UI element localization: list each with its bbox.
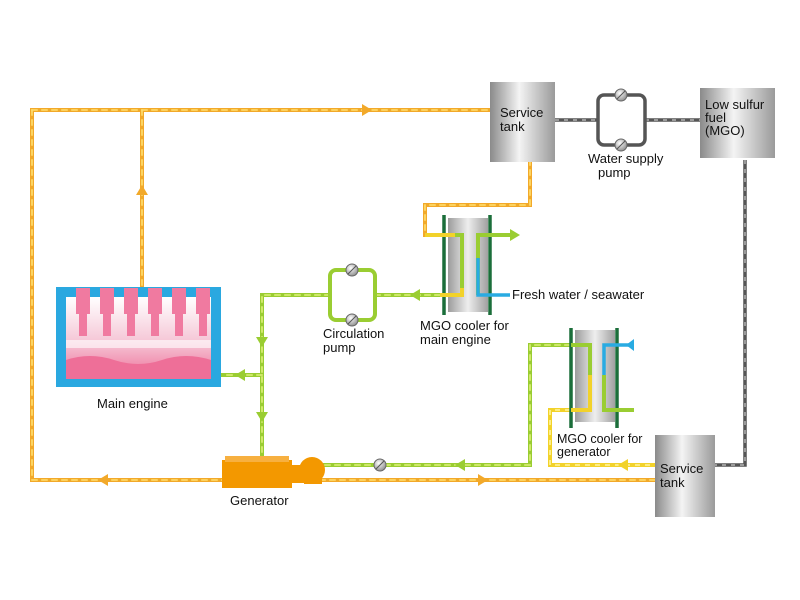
arrow-left-icon [235,369,245,381]
gen-return-line [548,408,655,467]
mgo-cooler-gen-label: MGO cooler for generator [557,432,646,459]
mgo-cooler-generator [569,328,634,428]
arrow-left-icon [410,289,420,301]
water-supply-pump-label: Water supply pump [588,151,667,180]
circulation-pump [328,263,377,327]
hot-fuel-lines [30,108,657,482]
arrow-down-icon [256,337,268,347]
flow-arrows [98,104,628,486]
arrow-down-icon [256,412,268,422]
fresh-water-label: Fresh water / seawater [512,287,645,302]
arrow-right-icon [478,474,488,486]
low-sulfur-fuel-label: Low sulfur fuel (MGO) [705,97,768,138]
mgo-cooler-main-label: MGO cooler for main engine [420,318,512,347]
service-tank-top-label: Service tank [500,105,547,134]
main-engine [56,287,221,387]
arrow-left-icon [618,459,628,471]
engine-cylinders [76,288,210,336]
low-sulfur-fuel-tank: Low sulfur fuel (MGO) [700,88,775,158]
mgo-cooler-main-engine [425,215,520,315]
generator [222,456,325,488]
supply-line-dash [555,119,746,466]
water-supply-pump [596,88,647,152]
service-tank-top: Service tank [490,82,555,162]
cool-fuel-lines [220,293,582,467]
generator-label: Generator [230,493,289,508]
service-tank-bottom: Service tank [655,435,715,517]
main-engine-label: Main engine [97,396,168,411]
arrow-right-icon [362,104,372,116]
circulation-pump-label: Circulation pump [323,326,388,355]
arrow-left-icon [455,459,465,471]
generator-feed-pump [373,458,387,472]
arrow-left-icon [98,474,108,486]
service-tank-bottom-label: Service tank [660,461,707,490]
arrow-up-icon [136,185,148,195]
